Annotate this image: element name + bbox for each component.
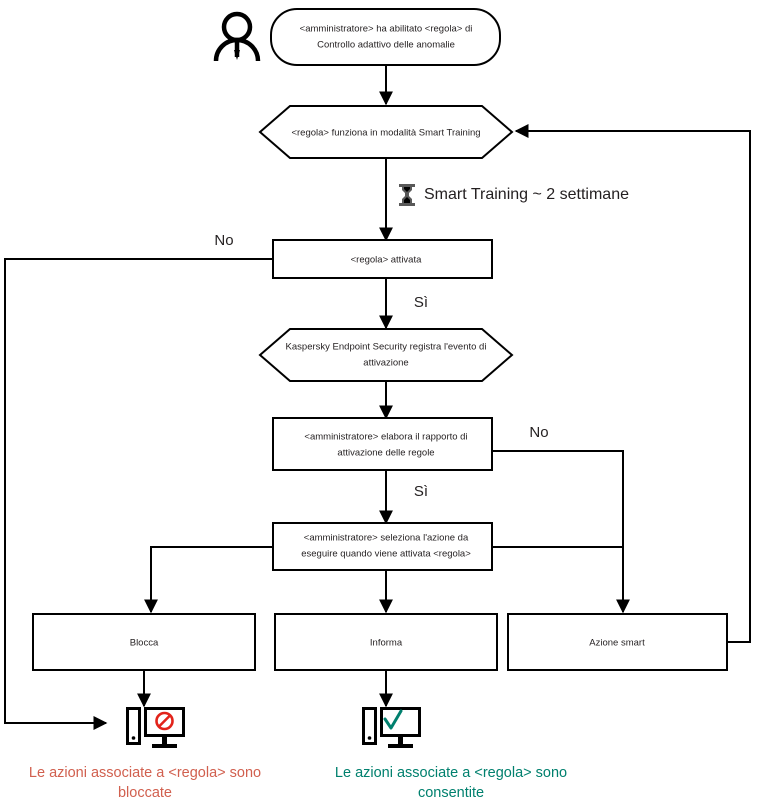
node-inform-label: Informa	[370, 638, 403, 649]
node-block[interactable]: Blocca	[32, 613, 256, 671]
node-smart-action-label: Azione smart	[589, 638, 645, 649]
node-kes-event-label-line2: attivazione	[363, 358, 408, 369]
node-admin-report-label-line2: attivazione delle regole	[337, 448, 434, 459]
edge-admin-select-to-block	[144, 546, 273, 614]
caption-blocked: Le azioni associate a <regola> sono bloc…	[29, 765, 261, 801]
caption-allowed-line1: Le azioni associate a <regola> sono	[335, 765, 567, 781]
edge-label-si-report: Sì	[414, 483, 428, 500]
edge-label-no-left: No	[214, 232, 233, 249]
edge-label-no-right: No	[529, 424, 548, 441]
node-start-label-line2: Controllo adattivo delle anomalie	[317, 40, 455, 51]
edge-label-si-activated: Sì	[414, 294, 428, 311]
hourglass-icon	[399, 184, 415, 206]
node-start[interactable]: <amministratore> ha abilitato <regola> d…	[270, 8, 501, 66]
node-admin-report-label-line1: <amministratore> elabora il rapporto di	[304, 432, 467, 443]
node-smart-training[interactable]: <regola> funziona in modalità Smart Trai…	[258, 105, 514, 159]
node-smart-action[interactable]: Azione smart	[507, 613, 728, 671]
smart-training-duration-label: Smart Training ~ 2 settimane	[424, 186, 629, 203]
node-admin-select-label-line1: <amministratore> seleziona l'azione da	[304, 533, 469, 544]
node-admin-report[interactable]: <amministratore> elabora il rapporto di …	[272, 417, 493, 471]
edge-smart-action-loopback	[514, 124, 751, 643]
node-rule-activated[interactable]: <regola> attivata	[272, 239, 493, 279]
node-rule-activated-label: <regola> attivata	[351, 255, 422, 266]
edge-no-to-blocked-pc	[4, 258, 273, 730]
node-kes-event-label-line1: Kaspersky Endpoint Security registra l'e…	[286, 342, 487, 353]
computer-blocked-icon	[126, 707, 185, 748]
computer-allowed-icon	[362, 707, 421, 748]
caption-allowed-line2: consentite	[418, 785, 484, 801]
amministratore-actor-icon	[213, 11, 261, 62]
annotation-smart-training-duration: Smart Training ~ 2 settimane	[399, 184, 629, 206]
caption-blocked-line1: Le azioni associate a <regola> sono	[29, 765, 261, 781]
node-kes-event[interactable]: Kaspersky Endpoint Security registra l'e…	[258, 328, 514, 382]
caption-blocked-line2: bloccate	[118, 785, 172, 801]
node-block-label: Blocca	[130, 638, 159, 649]
node-admin-select-action[interactable]: <amministratore> seleziona l'azione da e…	[272, 522, 493, 571]
node-inform[interactable]: Informa	[274, 613, 498, 671]
caption-allowed: Le azioni associate a <regola> sono cons…	[335, 765, 567, 801]
node-admin-select-label-line2: eseguire quando viene attivata <regola>	[301, 549, 471, 560]
node-smart-training-label: <regola> funziona in modalità Smart Trai…	[291, 128, 480, 139]
node-start-label-line1: <amministratore> ha abilitato <regola> d…	[300, 24, 473, 35]
edge-no-report-to-smart-action	[492, 450, 630, 614]
